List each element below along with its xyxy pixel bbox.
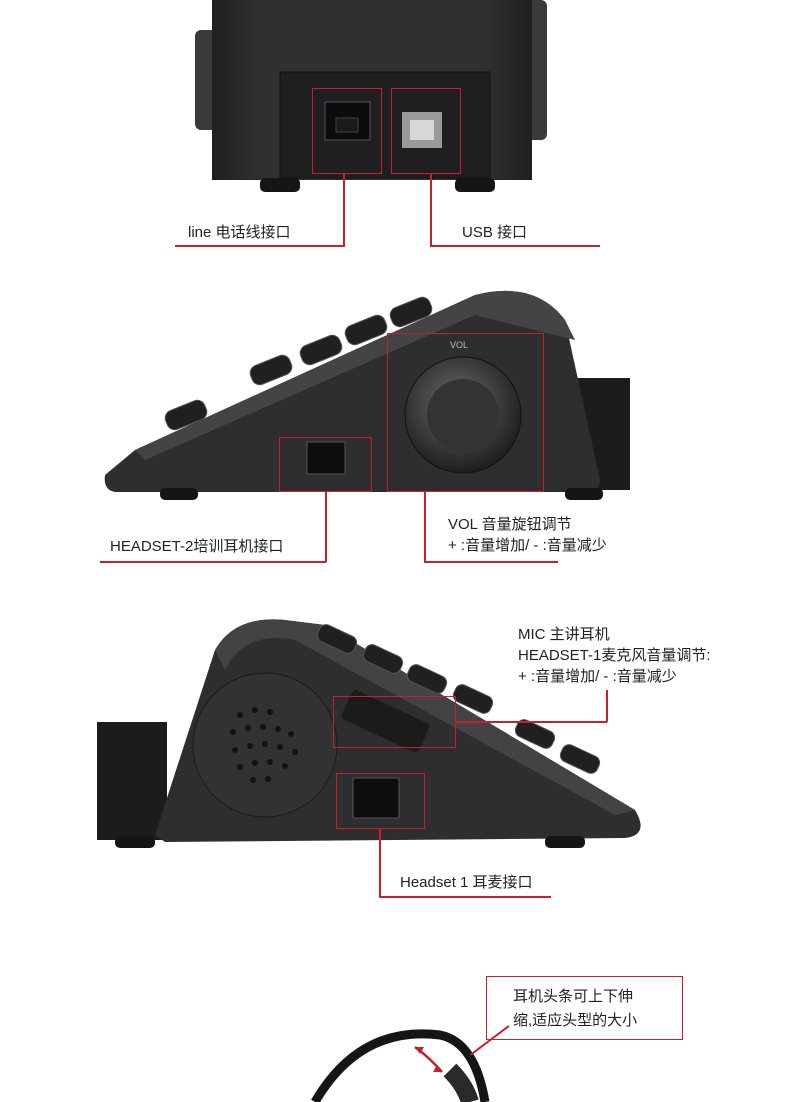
- leader-line: [430, 174, 432, 246]
- headset1-port-highlight: [336, 773, 425, 829]
- svg-text:VOL: VOL: [450, 340, 468, 350]
- phone-right-side-view: VOL: [104, 290, 630, 500]
- vol-callout-line-2: + :音量增加/ - :音量减少: [448, 537, 607, 554]
- mic-slider-highlight: [333, 696, 456, 748]
- mic-callout-line-3: + :音量增加/ - :音量减少: [518, 668, 677, 685]
- line-port-highlight: [312, 88, 382, 174]
- mic-callout-line-2: HEADSET-1麦克风音量调节:: [518, 647, 711, 664]
- line-port-callout: line 电话线接口: [188, 224, 291, 241]
- headset2-callout: HEADSET-2培训耳机接口: [110, 538, 284, 555]
- leader-line: [379, 829, 381, 897]
- leader-line: [175, 245, 345, 247]
- leader-line: [325, 492, 327, 562]
- mic-callout-line-1: MIC 主讲耳机: [518, 626, 610, 643]
- headband-callout-line-1: 耳机头条可上下伸: [513, 988, 634, 1005]
- vol-knob-highlight: [387, 333, 544, 492]
- leader-line: [379, 896, 551, 898]
- leader-line: [456, 721, 607, 723]
- usb-port-highlight: [391, 88, 461, 174]
- vol-callout-line-1: VOL 音量旋钮调节: [448, 516, 572, 533]
- headset1-callout: Headset 1 耳麦接口: [400, 874, 533, 891]
- leader-line: [100, 561, 326, 563]
- leader-line: [424, 492, 426, 562]
- headset2-port-highlight: [279, 437, 372, 492]
- leader-line: [343, 174, 345, 246]
- headband-callout-box: [486, 976, 683, 1040]
- leader-line: [606, 690, 608, 722]
- leader-line: [424, 561, 558, 563]
- phone-left-side-view: [97, 619, 641, 848]
- headband-callout-line-2: 缩,适应头型的大小: [513, 1012, 638, 1029]
- usb-port-callout: USB 接口: [462, 224, 528, 241]
- leader-line: [430, 245, 600, 247]
- headset-headband: [311, 1029, 490, 1102]
- phone-rear-view: [195, 0, 547, 192]
